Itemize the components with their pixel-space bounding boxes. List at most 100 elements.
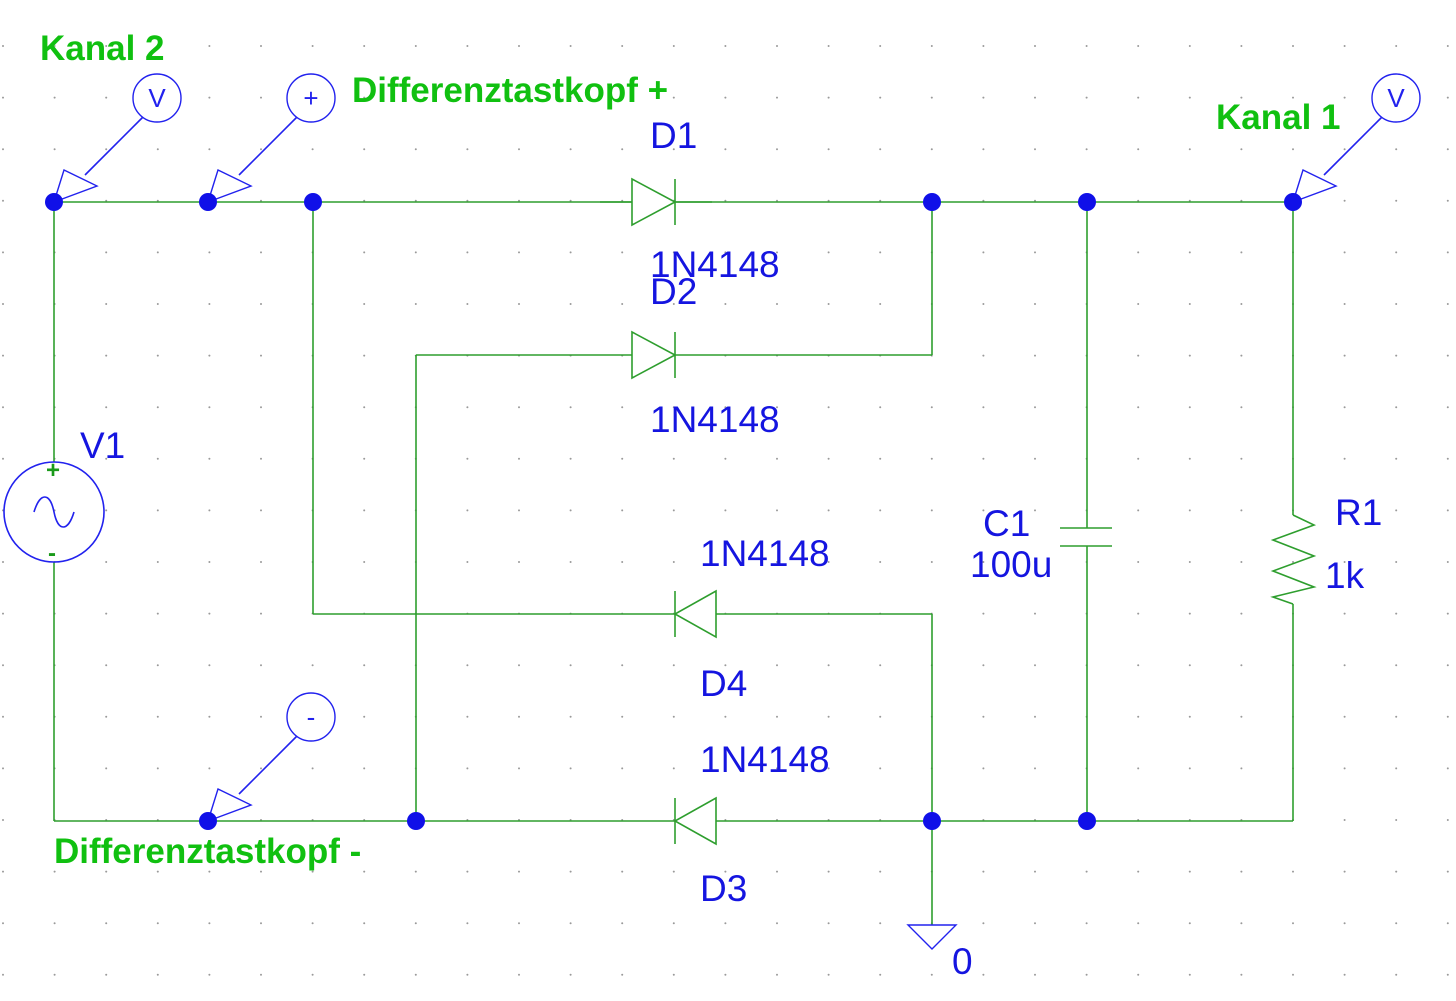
capacitor-c1[interactable]	[1060, 527, 1112, 547]
grid-dot	[53, 973, 56, 976]
grid-dot	[930, 96, 933, 99]
probe-diff-minus[interactable]	[206, 692, 336, 823]
grid-dot	[466, 561, 469, 563]
grid-dot	[1395, 509, 1398, 512]
probe-kanal1[interactable]	[1291, 73, 1421, 204]
grid-dot	[621, 303, 624, 305]
grid-dot	[1137, 354, 1140, 357]
grid-dot	[156, 973, 159, 976]
voltage-source-v1[interactable]	[3, 461, 105, 563]
d4-model-label: 1N4148	[700, 533, 830, 574]
grid-dot	[930, 509, 933, 512]
d3-name-label: D3	[700, 868, 747, 909]
grid-dot	[1240, 354, 1243, 357]
grid-dot	[827, 509, 830, 512]
diode-d1[interactable]	[600, 177, 712, 227]
grid-dot	[879, 303, 882, 305]
grid-dot	[1034, 922, 1036, 925]
grid-dot	[672, 45, 675, 47]
grid-dot	[1188, 664, 1191, 667]
grid-dot	[672, 96, 675, 99]
grid-dot	[208, 457, 211, 460]
grid-dot	[621, 45, 624, 47]
grid-dot	[363, 509, 366, 512]
grid-dot	[1034, 509, 1036, 512]
resistor-r1[interactable]	[1270, 514, 1317, 605]
grid-dot	[105, 251, 108, 254]
probe-diff-plus[interactable]	[206, 73, 336, 204]
grid-dot	[363, 303, 366, 305]
grid-dot	[1343, 457, 1346, 460]
grid-dot	[1188, 96, 1191, 99]
grid-dot	[982, 561, 985, 563]
grid-dot	[1137, 767, 1140, 770]
grid-dot	[1395, 922, 1398, 925]
grid-dot	[569, 457, 572, 460]
grid-dot	[518, 45, 520, 47]
d1-name-label: D1	[650, 115, 697, 156]
grid-dot	[1292, 973, 1294, 976]
diode-d4[interactable]	[673, 589, 717, 639]
grid-dot	[982, 303, 985, 305]
grid-dot	[105, 45, 108, 47]
grid-dot	[1343, 819, 1346, 821]
grid-dot	[1034, 251, 1036, 254]
grid-dot	[672, 509, 675, 512]
grid-dot	[724, 561, 727, 563]
grid-dot	[1085, 96, 1088, 99]
grid-dot	[1034, 45, 1036, 47]
grid-dot	[982, 664, 985, 667]
grid-dot	[1240, 922, 1243, 925]
grid-dot	[879, 664, 882, 667]
grid-dot	[982, 715, 985, 718]
grid-dot	[53, 96, 56, 99]
grid-dot	[1395, 199, 1398, 202]
node	[304, 193, 322, 211]
grid-dot	[1343, 303, 1346, 305]
grid-dot	[2, 96, 4, 99]
probe-kanal2[interactable]	[52, 73, 182, 204]
grid-dot	[827, 303, 830, 305]
grid-dot	[879, 767, 882, 770]
grid-dot	[1395, 612, 1398, 615]
grid-dot	[1137, 303, 1140, 305]
grid-dot	[776, 457, 778, 460]
grid-dot	[724, 45, 727, 47]
grid-dot	[260, 612, 262, 615]
grid-dot	[105, 457, 108, 460]
grid-dot	[208, 509, 211, 512]
grid-dot	[1240, 406, 1243, 409]
grid-dot	[208, 148, 211, 151]
grid-dot	[105, 561, 108, 563]
grid-dot	[1446, 922, 1449, 925]
grid-dot	[208, 45, 211, 47]
grid-dot	[2, 819, 4, 821]
grid-dot	[260, 96, 262, 99]
grid-dot	[1188, 406, 1191, 409]
diode-d2[interactable]	[631, 330, 677, 380]
grid-dot	[1446, 819, 1449, 821]
grid-dot	[982, 870, 985, 873]
grid-dot	[1034, 870, 1036, 873]
grid-dot	[776, 922, 778, 925]
grid-dot	[827, 973, 830, 976]
v1-name-label: V1	[80, 425, 125, 466]
grid-dot	[414, 148, 417, 151]
grid-dot	[827, 148, 830, 151]
kanal2-marker-text: V	[148, 83, 166, 113]
grid-dot	[518, 251, 520, 254]
grid-dot	[363, 406, 366, 409]
grid-dot	[2, 922, 4, 925]
grid-dot	[414, 251, 417, 254]
grid-dot	[776, 251, 778, 254]
diode-d3[interactable]	[673, 796, 717, 846]
grid-dot	[569, 664, 572, 667]
grid-dot	[2, 148, 4, 151]
grid-dot	[1137, 664, 1140, 667]
grid-dot	[879, 922, 882, 925]
grid-dot	[827, 922, 830, 925]
grid-dot	[982, 251, 985, 254]
node	[199, 193, 217, 211]
grid-dot	[518, 96, 520, 99]
grid-dot	[1446, 406, 1449, 409]
